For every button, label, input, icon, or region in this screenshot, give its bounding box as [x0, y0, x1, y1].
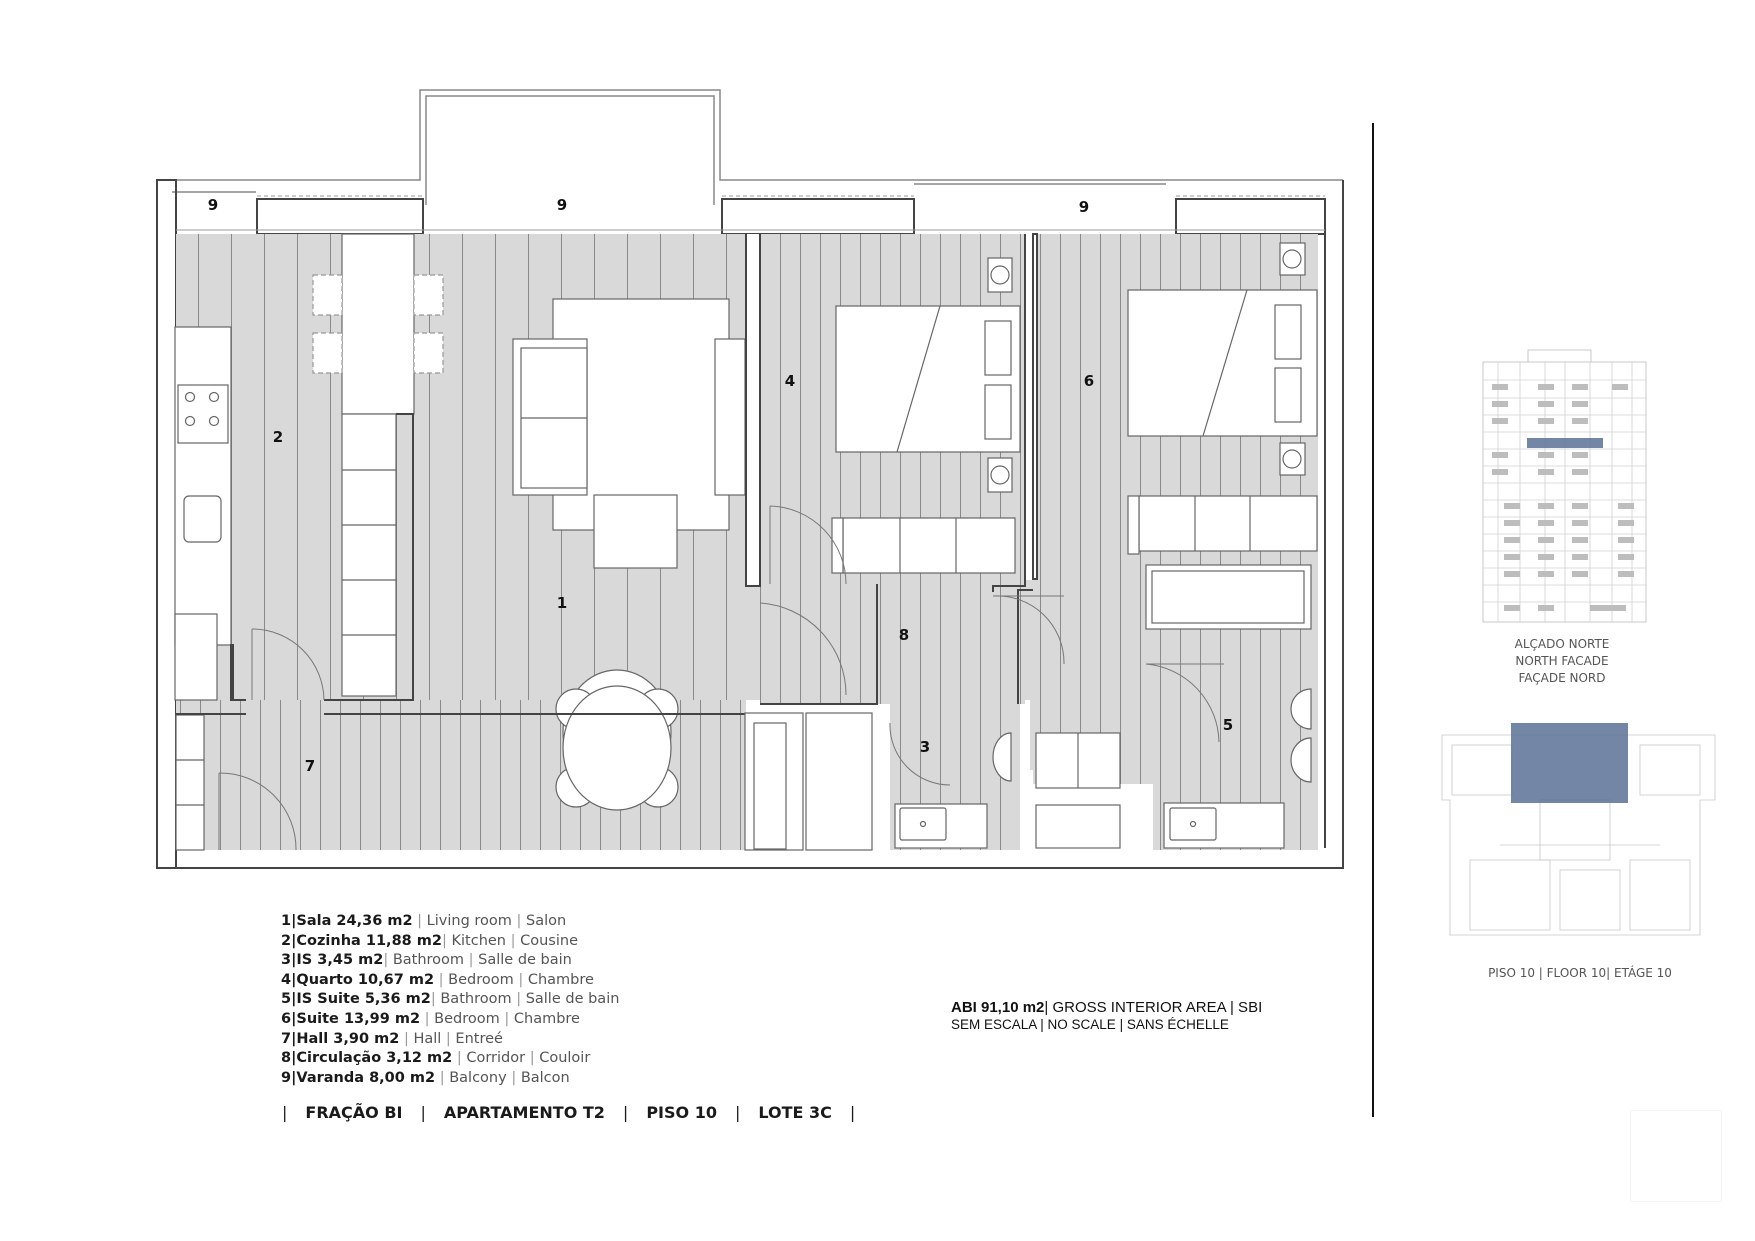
- watermark-logo: [1630, 1110, 1722, 1202]
- room-label-9a: 9: [208, 196, 218, 214]
- balcony-railing: [176, 195, 1325, 231]
- room-label-9c: 9: [1079, 198, 1089, 216]
- room-legend: 1|Sala 24,36 m2 | Living room | Salon 2|…: [281, 912, 619, 1088]
- room-label-4: 4: [785, 372, 795, 390]
- balcony-walls: [256, 198, 1326, 235]
- room-label-3: 3: [920, 738, 930, 756]
- unit-type: APARTAMENTO T2: [443, 1103, 605, 1122]
- floor-key-caption: PISO 10 | FLOOR 10| ETÁGE 10: [1488, 966, 1672, 980]
- door-swings: [218, 505, 1224, 851]
- legend-row-7: 7|Hall 3,90 m2 | Hall | Entreé: [281, 1030, 503, 1047]
- legend-row-5: 5|IS Suite 5,36 m2| Bathroom | Salle de …: [281, 991, 620, 1008]
- corridor-closet: [1035, 732, 1121, 849]
- room-label-1: 1: [557, 594, 567, 612]
- floor-key-plan: [1441, 723, 1716, 936]
- legend-row-2: 2|Cozinha 11,88 m2| Kitchen | Cousine: [281, 932, 578, 949]
- hall-storage: [175, 714, 205, 851]
- legend-row-3: 3|IS 3,45 m2| Bathroom | Salle de bain: [281, 952, 572, 969]
- room-label-6: 6: [1084, 372, 1094, 390]
- bathroom-3: [744, 712, 1012, 851]
- unit-fraction: FRAÇÃO BI: [305, 1103, 403, 1122]
- dining-chairs: [312, 274, 444, 374]
- bathroom-5: [1145, 564, 1312, 849]
- legend-row-4: 4|Quarto 10,67 m2 | Bedroom | Chambre: [281, 971, 594, 988]
- legend-row-1: 1|Sala 24,36 m2 | Living room | Salon: [281, 913, 567, 929]
- room-labels: 9 9 9 1 2 3 4 5 6 7 8: [208, 196, 1233, 775]
- bedroom-6-furniture: [1127, 242, 1318, 555]
- bedroom-4-furniture: [831, 257, 1021, 574]
- living-furniture: [512, 298, 746, 811]
- unit-floor: PISO 10: [646, 1103, 717, 1122]
- room-label-9b: 9: [557, 196, 567, 214]
- kitchen-furniture: [174, 233, 415, 701]
- balcony-bump: [157, 89, 1343, 205]
- vertical-divider: [1372, 123, 1374, 1117]
- room-label-2: 2: [273, 428, 283, 446]
- legend-row-6: 6|Suite 13,99 m2 | Bedroom | Chambre: [281, 1010, 580, 1027]
- room-label-5: 5: [1223, 716, 1233, 734]
- scale-note: SEM ESCALA | NO SCALE | SANS ÉCHELLE: [951, 1017, 1229, 1032]
- unit-title-bar: |FRAÇÃO BI|APARTAMENTO T2|PISO 10|LOTE 3…: [282, 1103, 856, 1122]
- north-facade-elevation: [1482, 349, 1647, 623]
- gross-area-note: ABI 91,10 m2| GROSS INTERIOR AREA | SBI …: [951, 999, 1263, 1032]
- room-label-8: 8: [899, 626, 909, 644]
- interior-walls: [176, 233, 1038, 715]
- room-label-7: 7: [305, 757, 315, 775]
- facade-floor-highlight: [1527, 438, 1603, 448]
- legend-row-8: 8|Circulação 3,12 m2 | Corridor | Couloi…: [281, 1050, 591, 1067]
- gross-area-value: ABI 91,10 m2: [951, 999, 1045, 1016]
- key-plan-unit-highlight: [1511, 723, 1628, 803]
- legend-row-9: 9|Varanda 8,00 m2 | Balcony | Balcon: [281, 1069, 570, 1086]
- unit-lot: LOTE 3C: [758, 1103, 832, 1122]
- facade-caption: ALÇADO NORTE NORTH FACADE FAÇADE NORD: [1514, 637, 1610, 685]
